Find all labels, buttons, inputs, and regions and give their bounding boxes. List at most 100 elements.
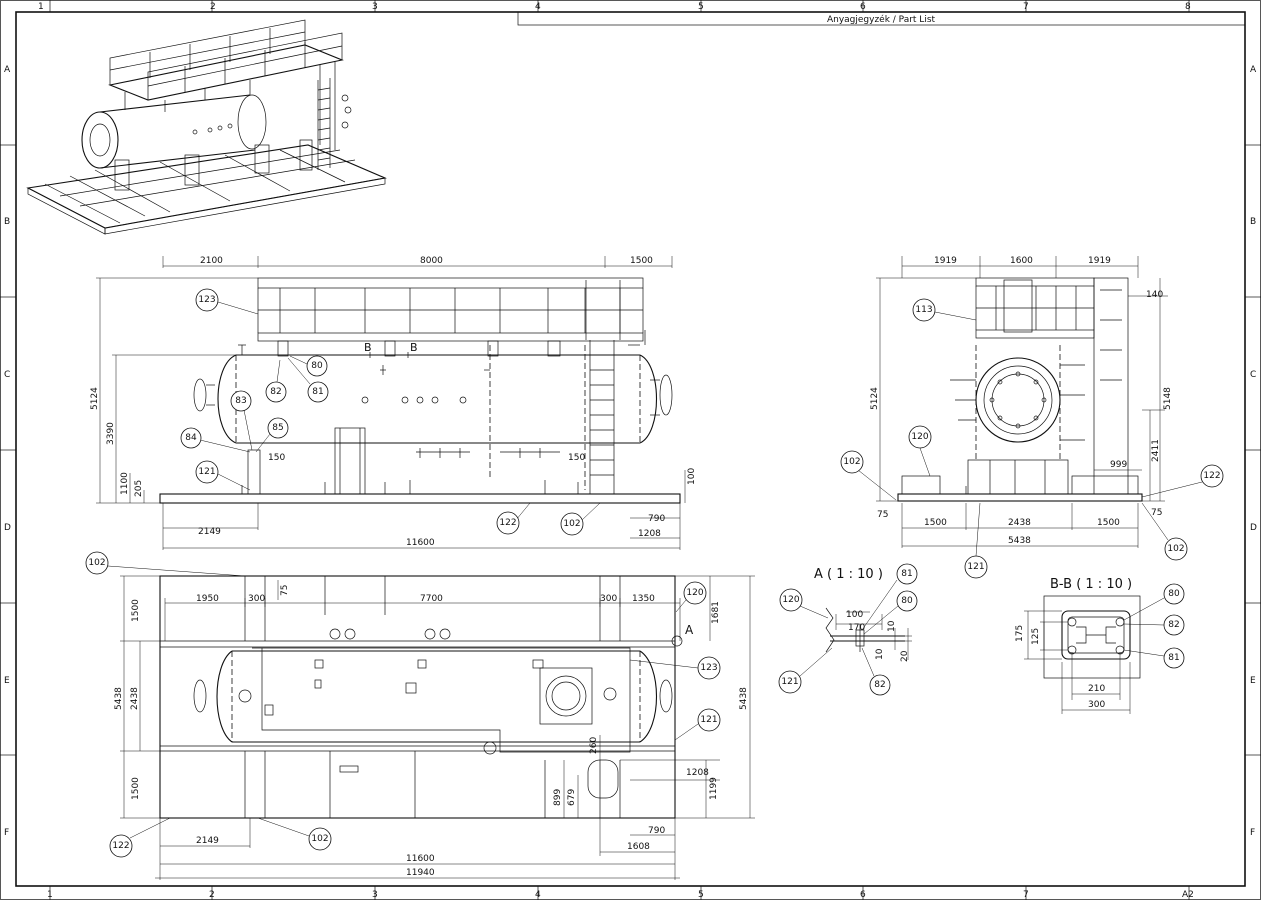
front-balloon-81: 81 [287,357,329,403]
plan-dim-300-left: 300 [248,594,265,604]
svg-text:80: 80 [901,596,913,606]
side-dim-140: 140 [1146,290,1163,300]
plan-balloon-120: 120 [675,581,707,613]
detail-bb-dim-300: 300 [1088,700,1105,710]
zone-row-f-right: F [1250,828,1255,838]
front-dim-150-left: 150 [268,453,285,463]
zone-col-2-bottom: 2 [209,890,215,900]
detail-a-title: A ( 1 : 10 ) [814,567,883,582]
front-balloon-82: 82 [265,359,287,403]
svg-text:82: 82 [874,680,885,690]
front-view: B B 2100 8000 1500 5124 [90,256,697,550]
detail-bb-dim-175: 175 [1015,625,1025,642]
front-balloon-122: 122 [496,502,531,535]
zone-col-5: 5 [698,2,704,12]
section-mark-b-right: B [410,341,418,354]
svg-text:84: 84 [185,433,197,443]
plan-dim-5438-left: 5438 [114,687,124,710]
detail-a-dim-10-a: 10 [887,620,897,632]
detail-a: A ( 1 : 10 ) 170 100 10 10 20 120 [778,563,918,696]
zone-col-4: 4 [535,2,541,12]
side-dim-1500-left: 1500 [924,518,947,528]
plan-dim-7700: 7700 [420,594,443,604]
svg-text:80: 80 [1168,589,1180,599]
side-view: 1919 1600 1919 5124 140 5148 2411 999 75… [840,256,1224,579]
side-balloon-120: 120 [908,425,932,477]
svg-text:121: 121 [198,467,215,477]
plan-dim-1199: 1199 [709,777,719,800]
front-dim-11600: 11600 [406,538,435,548]
side-dim-2411: 2411 [1151,439,1161,462]
svg-text:102: 102 [88,558,105,568]
svg-text:120: 120 [686,588,703,598]
svg-text:85: 85 [272,423,283,433]
zone-col-4-bottom: 4 [535,890,541,900]
side-dim-5124: 5124 [870,387,880,410]
zone-col-1: 1 [38,2,44,12]
zone-col-7: 7 [1023,2,1029,12]
plan-dim-899: 899 [553,789,563,806]
side-dim-999: 999 [1110,460,1127,470]
detail-bb-balloon-81: 81 [1123,647,1185,669]
side-dim-5438: 5438 [1008,536,1031,546]
plan-dim-75: 75 [280,585,290,596]
side-dim-1600: 1600 [1010,256,1033,266]
zone-row-e-right: E [1250,676,1256,686]
plan-dim-1500-bottom: 1500 [131,777,141,800]
front-dim-205: 205 [134,480,144,497]
front-dim-2100: 2100 [200,256,223,266]
front-balloon-121: 121 [195,460,251,491]
svg-text:82: 82 [1168,620,1179,630]
front-balloon-102: 102 [560,502,601,536]
zone-row-c: C [4,370,10,380]
zone-col-6: 6 [860,2,866,12]
side-balloon-113: 113 [912,298,977,322]
detail-a-dim-170: 170 [848,623,865,633]
side-dim-5148: 5148 [1163,387,1173,410]
plan-balloon-121: 121 [674,708,721,741]
side-dim-75-left: 75 [877,510,888,520]
plan-dim-1681: 1681 [711,601,721,624]
plan-dim-2149: 2149 [196,836,219,846]
zone-col-3-bottom: 3 [372,890,378,900]
sheet-size: A2 [1182,890,1194,900]
front-dim-3390: 3390 [106,422,116,445]
side-dim-1919-left: 1919 [934,256,957,266]
detail-a-balloon-81: 81 [861,563,918,631]
plan-dim-1350: 1350 [632,594,655,604]
svg-text:81: 81 [312,387,323,397]
zone-row-f: F [4,828,9,838]
svg-text:121: 121 [781,677,798,687]
svg-text:83: 83 [235,396,246,406]
svg-text:123: 123 [700,663,717,673]
zone-col-8: 8 [1185,2,1191,12]
svg-text:120: 120 [911,432,928,442]
zone-row-b-right: B [1250,217,1256,227]
detail-bb-dim-210: 210 [1088,684,1105,694]
detail-a-dim-10-b: 10 [875,648,885,660]
svg-text:113: 113 [915,305,932,315]
zone-row-a-right: A [1250,65,1257,75]
front-balloon-123: 123 [195,288,259,315]
zone-row-a: A [4,65,11,75]
front-dim-2149: 2149 [198,527,221,537]
zone-col-2: 2 [210,2,216,12]
plan-dim-300-right: 300 [600,594,617,604]
detail-a-balloon-120: 120 [779,588,829,619]
side-dim-1500-right: 1500 [1097,518,1120,528]
side-balloon-121: 121 [964,502,988,579]
front-balloon-84: 84 [180,427,251,453]
detail-bb-balloon-82: 82 [1123,614,1185,636]
plan-view-mark-a: A [685,623,694,637]
detail-bb-title: B-B ( 1 : 10 ) [1050,577,1132,592]
svg-text:81: 81 [1168,653,1179,663]
side-dim-1919-right: 1919 [1088,256,1111,266]
front-dim-8000: 8000 [420,256,443,266]
svg-text:82: 82 [270,387,281,397]
isometric-view [26,19,387,235]
svg-text:123: 123 [198,295,215,305]
detail-bb-dim-125: 125 [1031,628,1041,645]
front-balloon-83: 83 [230,390,253,451]
